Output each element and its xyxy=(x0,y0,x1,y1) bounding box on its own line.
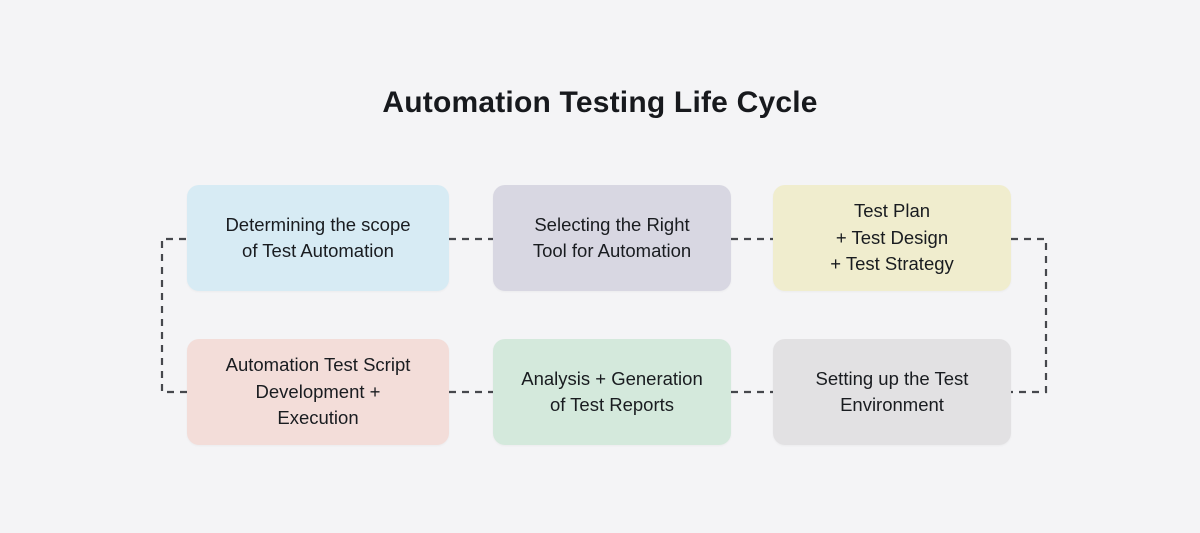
box-test-plan: Test Plan + Test Design + Test Strategy xyxy=(773,185,1011,291)
box-test-plan-label: Test Plan + Test Design + Test Strategy xyxy=(830,200,954,275)
box-script-development-label: Automation Test Script Development + Exe… xyxy=(225,354,411,429)
box-determining-scope: Determining the scope of Test Automation xyxy=(187,185,449,291)
box-selecting-tool-label: Selecting the Right Tool for Automation xyxy=(532,213,692,262)
box-setup-environment-label: Setting up the Test Environment xyxy=(815,367,969,416)
connector-loop-right xyxy=(1011,237,1048,394)
connector-loop-left xyxy=(160,237,187,394)
box-selecting-tool: Selecting the Right Tool for Automation xyxy=(493,185,731,291)
box-analysis-reports: Analysis + Generation of Test Reports xyxy=(493,339,731,445)
box-analysis-reports-label: Analysis + Generation of Test Reports xyxy=(521,367,703,416)
box-determining-scope-label: Determining the scope of Test Automation xyxy=(225,213,411,262)
box-script-development: Automation Test Script Development + Exe… xyxy=(187,339,449,445)
box-setup-environment: Setting up the Test Environment xyxy=(773,339,1011,445)
diagram-title: Automation Testing Life Cycle xyxy=(382,86,818,119)
